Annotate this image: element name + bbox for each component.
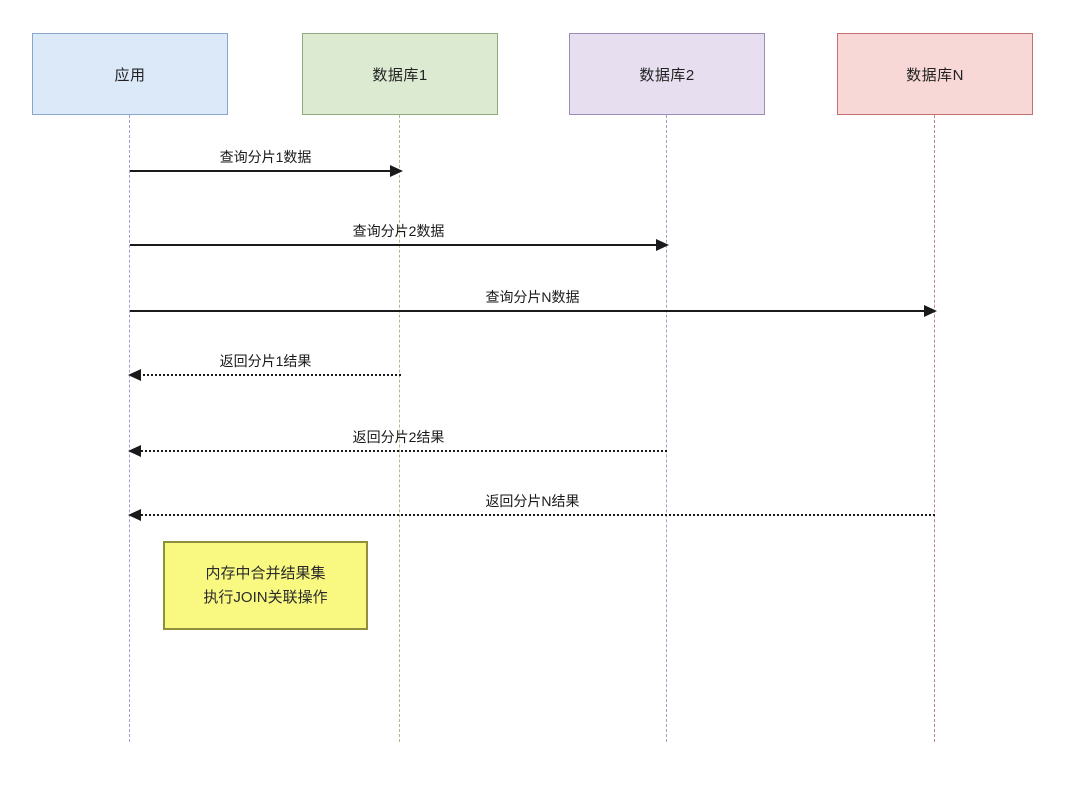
message-label: 查询分片N数据 [485, 289, 580, 305]
message-query-shardN: 查询分片N数据 [130, 286, 937, 317]
arrowhead-left-icon [128, 369, 141, 381]
lifeline-dbN [934, 115, 935, 742]
message-return-shardN: 返回分片N结果 [128, 490, 935, 521]
message-label: 查询分片2数据 [352, 223, 445, 239]
message-line [130, 305, 937, 317]
message-line [130, 165, 403, 177]
note-line: 内存中合并结果集 [205, 564, 326, 582]
participant-db1: 数据库1 [302, 33, 498, 115]
participant-label: 应用 [114, 66, 146, 84]
participant-label: 数据库1 [372, 66, 428, 84]
message-line [128, 369, 401, 381]
participant-label: 数据库N [906, 66, 964, 84]
message-query-shard1: 查询分片1数据 [130, 146, 403, 177]
message-label: 返回分片2结果 [352, 429, 445, 445]
message-label: 返回分片1结果 [219, 353, 312, 369]
note-merge-results: 内存中合并结果集 执行JOIN关联操作 [163, 541, 368, 630]
participant-label: 数据库2 [639, 66, 695, 84]
arrowhead-left-icon [128, 509, 141, 521]
arrowhead-right-icon [656, 239, 669, 251]
message-line [128, 509, 935, 521]
arrowhead-left-icon [128, 445, 141, 457]
message-label: 查询分片1数据 [219, 149, 312, 165]
participant-app: 应用 [32, 33, 228, 115]
lifeline-app [129, 115, 130, 742]
message-line [130, 239, 669, 251]
note-line: 执行JOIN关联操作 [203, 588, 328, 606]
arrowhead-right-icon [390, 165, 403, 177]
lifeline-db1 [399, 115, 400, 742]
message-query-shard2: 查询分片2数据 [130, 220, 669, 251]
message-return-shard1: 返回分片1结果 [128, 350, 401, 381]
message-line [128, 445, 667, 457]
arrowhead-right-icon [924, 305, 937, 317]
participant-db2: 数据库2 [569, 33, 765, 115]
message-return-shard2: 返回分片2结果 [128, 426, 667, 457]
message-label: 返回分片N结果 [485, 493, 580, 509]
participant-dbN: 数据库N [837, 33, 1033, 115]
lifeline-db2 [666, 115, 667, 742]
